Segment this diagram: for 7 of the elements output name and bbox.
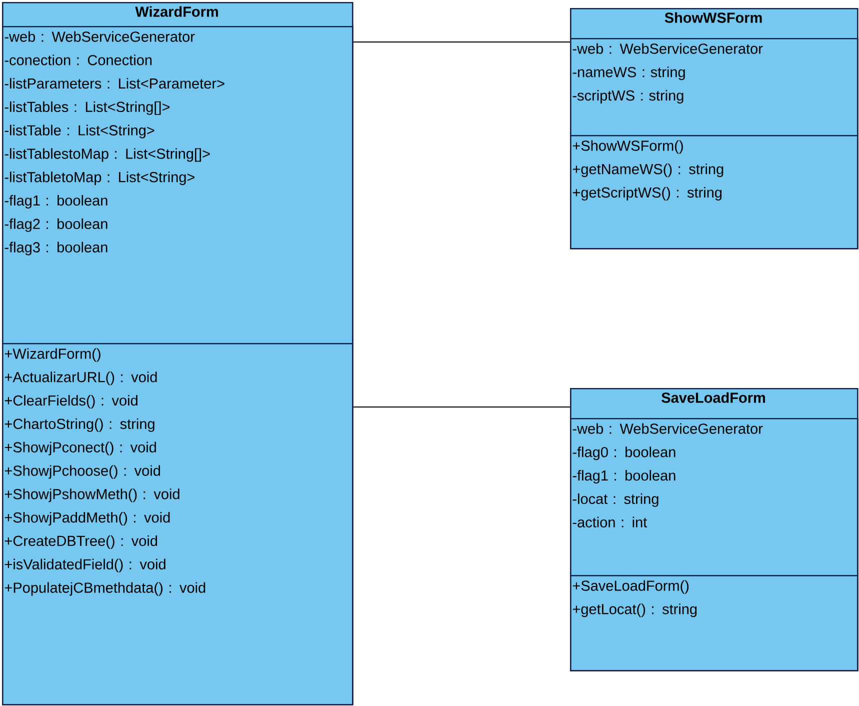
attribute-compartment: -web : WebServiceGenerator -conection : Conection -listParameters : List<Parameter> -listTables : List<String[]> -listTable : List<String> -listTablestoMap : List<String[]> -listTabletoMap : List<String> -flag1 : boolean -flag2 : boolean -flag3 : boolean (2, 26, 354, 344)
method-compartment: +WizardForm() +ActualizarURL() : void +ClearFields() : void +ChartoString() : string +ShowjPconect() : void +ShowjPchoose() : void +ShowjPshowMeth() : void +ShowjPaddMeth() : void +CreateDBTree() : void +isValidatedField() : void +PopulatejCBmethdata() : void (2, 343, 354, 706)
association-line (352, 406, 570, 408)
method-compartment: +SaveLoadForm() +getLocat() : string (570, 575, 858, 672)
attribute-compartment: -web : WebServiceGenerator -flag0 : boolean -flag1 : boolean -locat : string -action : int (570, 418, 858, 576)
method-compartment: +ShowWSForm() +getNameWS() : string +getScriptWS() : string (570, 135, 858, 250)
attribute-compartment: -web : WebServiceGenerator -nameWS : string -scriptWS : string (570, 38, 858, 136)
